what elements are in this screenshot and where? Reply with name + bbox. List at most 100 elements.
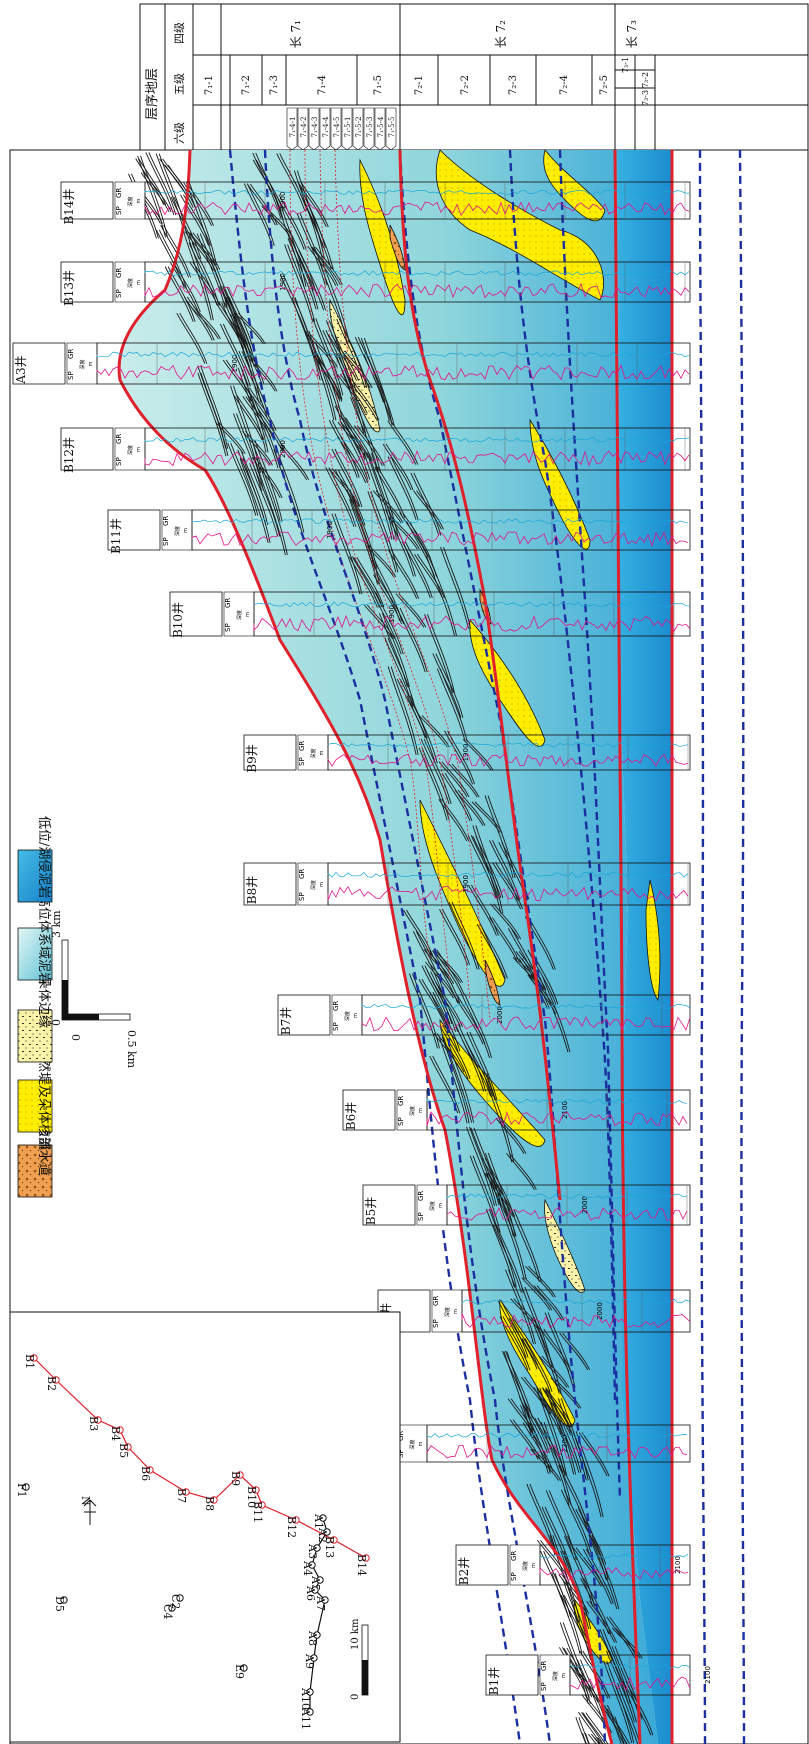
level6-unit: 7₁-5-2 (355, 117, 363, 138)
map-point: A11 (299, 1707, 314, 1730)
lens-stroke (385, 443, 414, 491)
lens-stroke (396, 607, 426, 673)
depth-value: 1900 (279, 273, 287, 291)
depth-value: 2100 (704, 1666, 712, 1684)
lens-stroke (525, 1265, 554, 1298)
map-point: A3 (306, 1543, 321, 1559)
lens-stroke (611, 1627, 641, 1659)
well-header (107, 509, 161, 551)
map-point: B5 (117, 1443, 132, 1458)
lens-stroke (325, 467, 355, 527)
log-track (327, 862, 691, 906)
legend-label: 低位/湖侵泥岩 (36, 816, 52, 898)
lens-stroke (439, 909, 468, 966)
lens-stroke (471, 884, 499, 936)
lens-stroke (475, 825, 504, 914)
lens-stroke (575, 1716, 587, 1744)
lens-stroke (508, 1317, 538, 1370)
lens-stroke (524, 1338, 553, 1392)
lens-stroke (423, 738, 452, 805)
lens-stroke (461, 993, 490, 1059)
unit-label: m (88, 362, 94, 367)
lens-stroke (457, 789, 486, 826)
lens-stroke (328, 320, 357, 393)
unit-label: m (319, 882, 325, 887)
map-point-label: B8 (203, 1496, 216, 1511)
lens-stroke (591, 1733, 600, 1744)
lens-stroke (249, 183, 278, 226)
scale-horizontal-zero: 0 (69, 1034, 82, 1041)
lens-stroke (420, 738, 450, 805)
lens-stroke (412, 931, 442, 992)
lens-stroke (488, 1173, 517, 1237)
map-point: A6 (304, 1585, 319, 1601)
scale-vertical-zero: 0 (50, 1019, 63, 1026)
lens-stroke (288, 227, 316, 291)
lens-stroke (578, 1716, 590, 1744)
lens-stroke (563, 1489, 592, 1555)
map-scale: 0 10 km (350, 1618, 369, 1700)
lens-stroke (435, 950, 464, 983)
legend-swatch (17, 927, 53, 981)
lens-stroke (451, 763, 480, 798)
sp-curve (96, 351, 690, 358)
well-name: B1井 (487, 1667, 501, 1695)
lens-stroke (287, 244, 316, 322)
well-header (60, 261, 114, 303)
lens-stroke (243, 183, 273, 246)
lens-stroke (539, 1387, 568, 1477)
log-header (114, 181, 146, 220)
map-point: A1 (312, 1513, 327, 1529)
unit-label: m (418, 1108, 424, 1113)
gr-label: GR (417, 1191, 425, 1201)
lens-stroke (545, 1387, 573, 1428)
gr-label: GR (540, 1661, 548, 1671)
lens-stroke (143, 172, 172, 213)
lens-stroke (466, 1031, 496, 1101)
lens-stroke (505, 1350, 533, 1419)
lens-stroke (196, 233, 226, 309)
level6-unit: 7₁-5-3 (366, 117, 374, 138)
map-point-label: B11 (251, 1501, 264, 1523)
log-header (114, 261, 146, 303)
lens-stroke (541, 1506, 571, 1573)
lens-stroke (578, 1711, 602, 1744)
lens-stroke (481, 1157, 511, 1211)
map-point: B14 (355, 1554, 370, 1576)
map-point: A2 (316, 1527, 331, 1543)
sp-curve (144, 270, 690, 276)
sp-curve (361, 1003, 691, 1009)
lens-stroke (541, 1355, 570, 1388)
lens-stroke (553, 1402, 582, 1473)
lens-stroke (385, 509, 414, 577)
well-name: B8井 (245, 876, 259, 904)
lens-stroke (563, 1550, 592, 1630)
lens-stroke (484, 795, 514, 879)
lens-stroke (221, 302, 251, 368)
gr-curve (96, 364, 690, 381)
sp-label: SP (332, 1022, 340, 1031)
map-point: A9 (303, 1653, 318, 1669)
lens-stroke (240, 367, 269, 453)
log-header (114, 427, 146, 471)
sp-curve (426, 1098, 688, 1104)
lens-stroke (487, 795, 516, 879)
lens-stroke (521, 1286, 551, 1367)
depth-value: 2000 (496, 1006, 504, 1024)
gr-label: GR (115, 188, 123, 198)
header-level5: 五级 (173, 73, 186, 95)
lens-stroke (440, 546, 469, 629)
lens-stroke (585, 1733, 590, 1744)
lens-stroke (331, 448, 361, 508)
red-dotted-lines (289, 149, 491, 1021)
level6-unit: 7₁-4-5 (333, 117, 341, 138)
lens-stroke (279, 153, 308, 211)
lens-stroke (140, 155, 169, 238)
lens-stroke (441, 761, 470, 798)
lens-stroke (350, 397, 380, 473)
lens-stroke (492, 917, 520, 963)
sp-curve (191, 518, 689, 524)
unit-label: m (453, 1309, 459, 1314)
level5-unit: 7₁-5 (373, 75, 384, 95)
sp-label: SP (298, 757, 306, 766)
